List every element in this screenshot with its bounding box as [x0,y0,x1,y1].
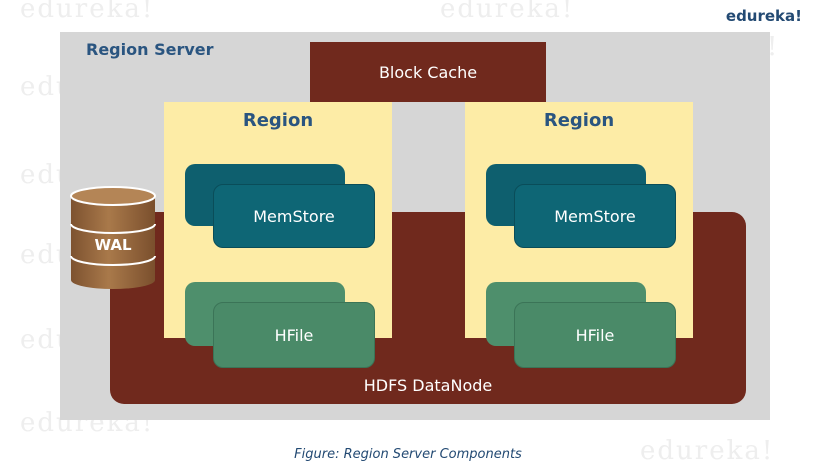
edureka-logo: edureka! [725,7,802,25]
hfile-box-2: HFile [514,302,676,368]
memstore-box-2: MemStore [514,184,676,248]
block-cache-label: Block Cache [378,62,478,82]
memstore-label-2: MemStore [554,206,636,226]
region-label-1: Region [242,110,314,131]
hdfs-datanode-label: HDFS DataNode [363,376,493,395]
wal-label: WAL [94,236,132,254]
watermark-text: edureka! [20,0,155,24]
hfile-label-1: HFile [274,325,314,345]
memstore-label-1: MemStore [253,206,335,226]
watermark-text: edureka! [440,0,575,24]
block-cache-box: Block Cache [310,42,546,102]
region-label-2: Region [543,110,615,131]
region-server-label: Region Server [86,40,214,59]
memstore-box-1: MemStore [213,184,375,248]
hfile-box-1: HFile [213,302,375,368]
figure-caption: Figure: Region Server Components [294,447,522,462]
wal-cylinder-icon [70,186,156,289]
hfile-label-2: HFile [575,325,615,345]
